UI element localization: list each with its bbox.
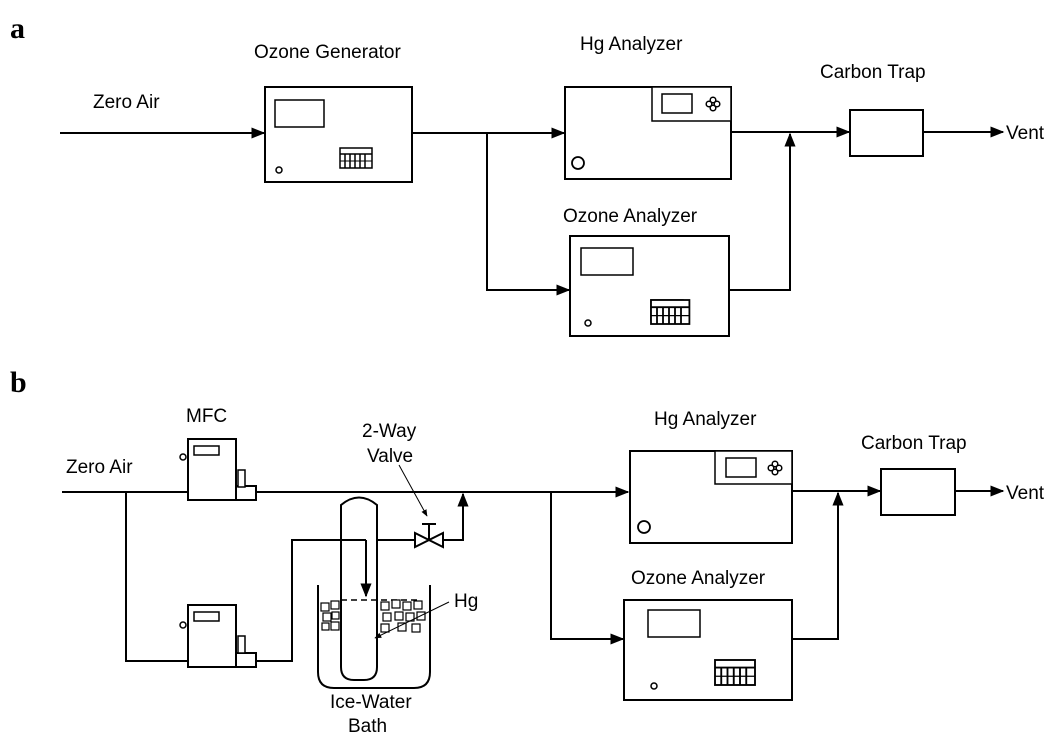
panel-b-bath-label-line2: Bath: [348, 716, 387, 733]
panel-b-mfc-label: MFC: [186, 406, 227, 427]
panel-b-label: b: [10, 366, 27, 399]
panel-a-hg-analyzer: [564, 86, 732, 180]
panel-a-flow-lines: [60, 126, 1005, 296]
panel-a-hg-analyzer-label: Hg Analyzer: [580, 34, 683, 55]
panel-a-label: a: [10, 12, 25, 45]
panel-b-hg-analyzer-label: Hg Analyzer: [654, 409, 757, 430]
panel-b-mfc-bottom: [179, 604, 257, 668]
panel-a-ozone-generator: [264, 86, 413, 183]
panel-b-hg-label: Hg: [454, 591, 478, 612]
panel-b-two-way-valve: [398, 464, 444, 549]
panel-b-zero-air-label: Zero Air: [66, 457, 133, 478]
panel-b-valve-label-line1: 2-Way: [362, 421, 417, 442]
panel-a-ozone-analyzer-label: Ozone Analyzer: [563, 206, 698, 227]
panel-b-vent-label: Vent: [1006, 483, 1045, 504]
panel-a-carbon-trap-label: Carbon Trap: [820, 62, 926, 83]
panel-b-mfc-top: [179, 438, 257, 501]
panel-b-valve-label-line2: Valve: [367, 446, 413, 467]
panel-a-zero-air-label: Zero Air: [93, 92, 160, 113]
panel-b-carbon-trap-label: Carbon Trap: [861, 433, 967, 454]
panel-b-carbon-trap: [880, 468, 956, 516]
panel-b-ozone-analyzer: [623, 599, 793, 701]
panel-b-flow-lines: [62, 485, 1005, 662]
panel-a-vent-label: Vent: [1006, 123, 1045, 144]
panel-b-ice-water-bath: [317, 496, 450, 689]
panel-b-ozone-analyzer-label: Ozone Analyzer: [631, 568, 766, 589]
panel-a-ozone-generator-label: Ozone Generator: [254, 42, 401, 63]
panel-b-hg-analyzer: [629, 450, 793, 544]
panel-a-carbon-trap: [849, 109, 924, 157]
panel-b-bath-label-line1: Ice-Water: [330, 692, 412, 713]
panel-a-ozone-analyzer: [569, 235, 730, 337]
